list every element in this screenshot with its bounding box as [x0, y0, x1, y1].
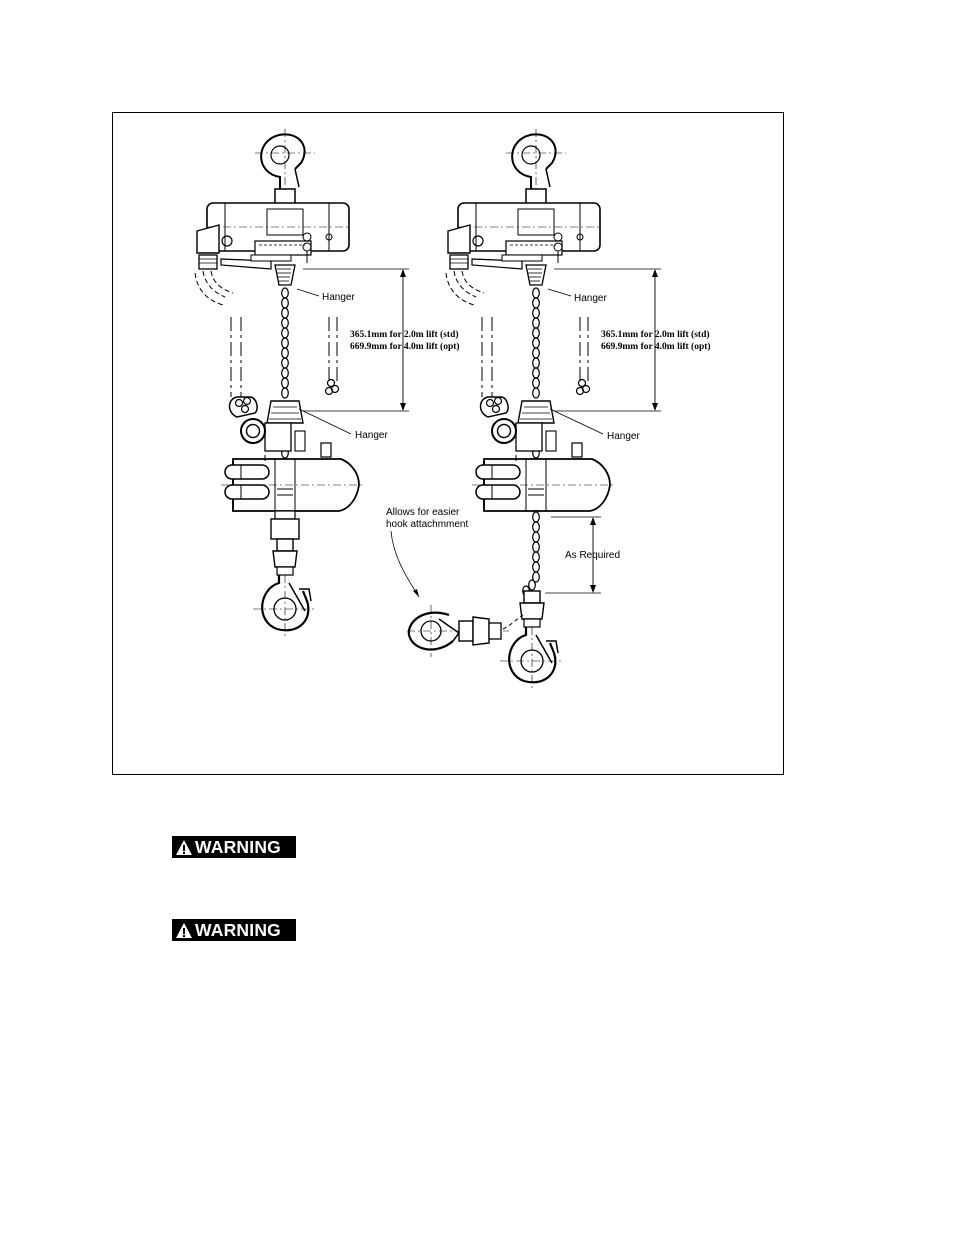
- warning-label-1: WARNING: [195, 837, 281, 857]
- right-dimension-line2: 669.9mm for 4.0m lift (opt): [601, 341, 711, 352]
- warning-badge-1: WARNING: [172, 836, 296, 858]
- warning-label-2: WARNING: [195, 920, 281, 940]
- right-hoist-assembly: [445, 128, 617, 693]
- easier-attach-line1: Allows for easier: [386, 507, 460, 518]
- easier-attach-line2: hook attachmment: [386, 519, 468, 530]
- hoist-hanger-figure: 365.1mm for 2.0m lift (std) 669.9mm for …: [112, 112, 784, 775]
- left-hoist-assembly: [194, 128, 366, 641]
- right-hanger-bottom-label: Hanger: [607, 431, 640, 442]
- left-dimension: 365.1mm for 2.0m lift (std) 669.9mm for …: [303, 268, 460, 412]
- left-dimension-line2: 669.9mm for 4.0m lift (opt): [350, 341, 460, 352]
- right-dimension-line1: 365.1mm for 2.0m lift (std): [601, 329, 710, 340]
- as-required-label: As Required: [565, 550, 620, 561]
- warning-triangle-icon: [173, 837, 195, 857]
- detached-hook-assembly: [407, 605, 524, 657]
- warning-triangle-icon: [173, 920, 195, 940]
- as-required-dimension: As Required: [545, 516, 620, 594]
- warning-badge-2: WARNING: [172, 919, 296, 941]
- left-hanger-bottom-label: Hanger: [355, 430, 388, 441]
- left-hanger-top-label: Hanger: [322, 292, 355, 303]
- right-dimension: 365.1mm for 2.0m lift (std) 669.9mm for …: [554, 268, 711, 412]
- right-hanger-top-label: Hanger: [574, 293, 607, 304]
- left-dimension-line1: 365.1mm for 2.0m lift (std): [350, 329, 459, 340]
- hoist-diagram: 365.1mm for 2.0m lift (std) 669.9mm for …: [194, 128, 711, 693]
